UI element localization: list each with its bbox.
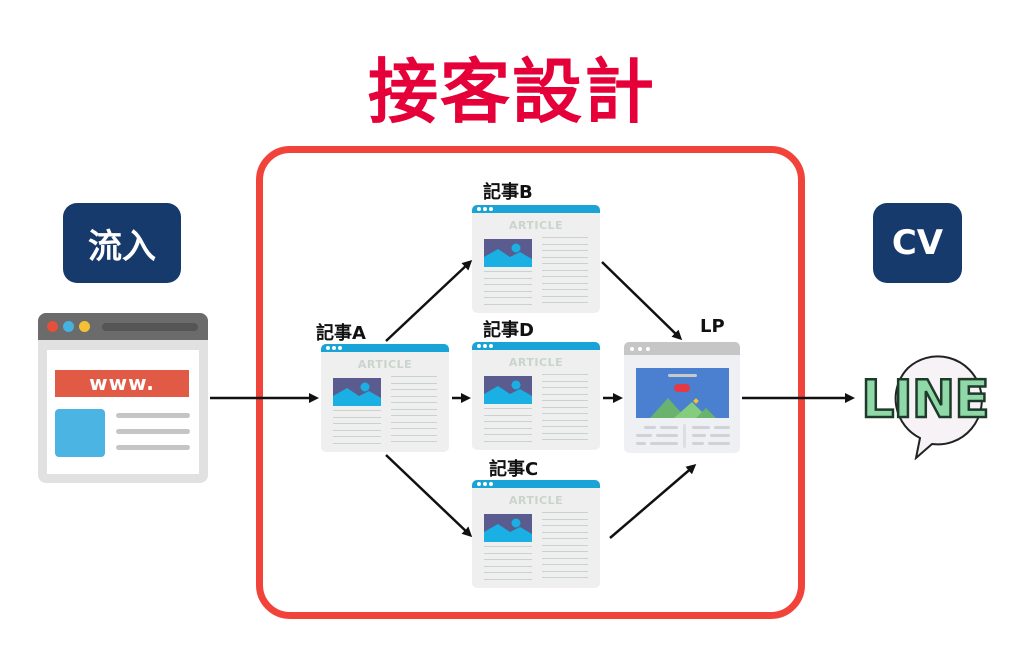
article-a-label: 記事A [316,323,366,344]
inflow-badge: 流入 [63,203,181,283]
window-maximize-dot [79,321,90,332]
landing-page-card [624,342,740,453]
window-minimize-dot [63,321,74,332]
article-b-card: ARTICLE [472,205,600,313]
arrow-c-to-lp [609,464,697,539]
line-logo-text: LINE [860,369,991,432]
article-image [333,378,381,406]
hero-image [636,368,729,418]
article-c-card: ARTICLE [472,480,600,588]
article-d-label: 記事D [483,320,534,341]
article-header: ARTICLE [508,356,564,369]
website-browser-icon: www. [38,313,208,483]
diagram-title: 接客設計 [368,51,656,133]
www-banner: www. [55,370,189,397]
article-b-label: 記事B [483,182,533,203]
article-image [484,239,532,267]
article-header: ARTICLE [508,219,564,232]
article-window-bar [472,480,600,488]
customer-journey-frame [256,146,805,619]
arrow-b-to-lp [601,261,683,341]
article-c-label: 記事C [489,459,539,480]
article-image [484,514,532,542]
arrow-a-to-c [385,454,473,538]
article-header: ARTICLE [508,494,564,507]
article-window-bar [472,205,600,213]
cta-button-graphic [674,384,690,392]
article-d-card: ARTICLE [472,342,600,450]
window-close-dot [47,321,58,332]
arrow-a-to-b [385,259,473,342]
article-window-bar [321,344,449,352]
lp-label: LP [700,316,725,337]
article-image [484,376,532,404]
article-window-bar [472,342,600,350]
article-a-card: ARTICLE [321,344,449,452]
line-logo: LINE [850,340,1000,460]
cv-badge: CV [873,203,962,283]
article-header: ARTICLE [357,358,413,371]
